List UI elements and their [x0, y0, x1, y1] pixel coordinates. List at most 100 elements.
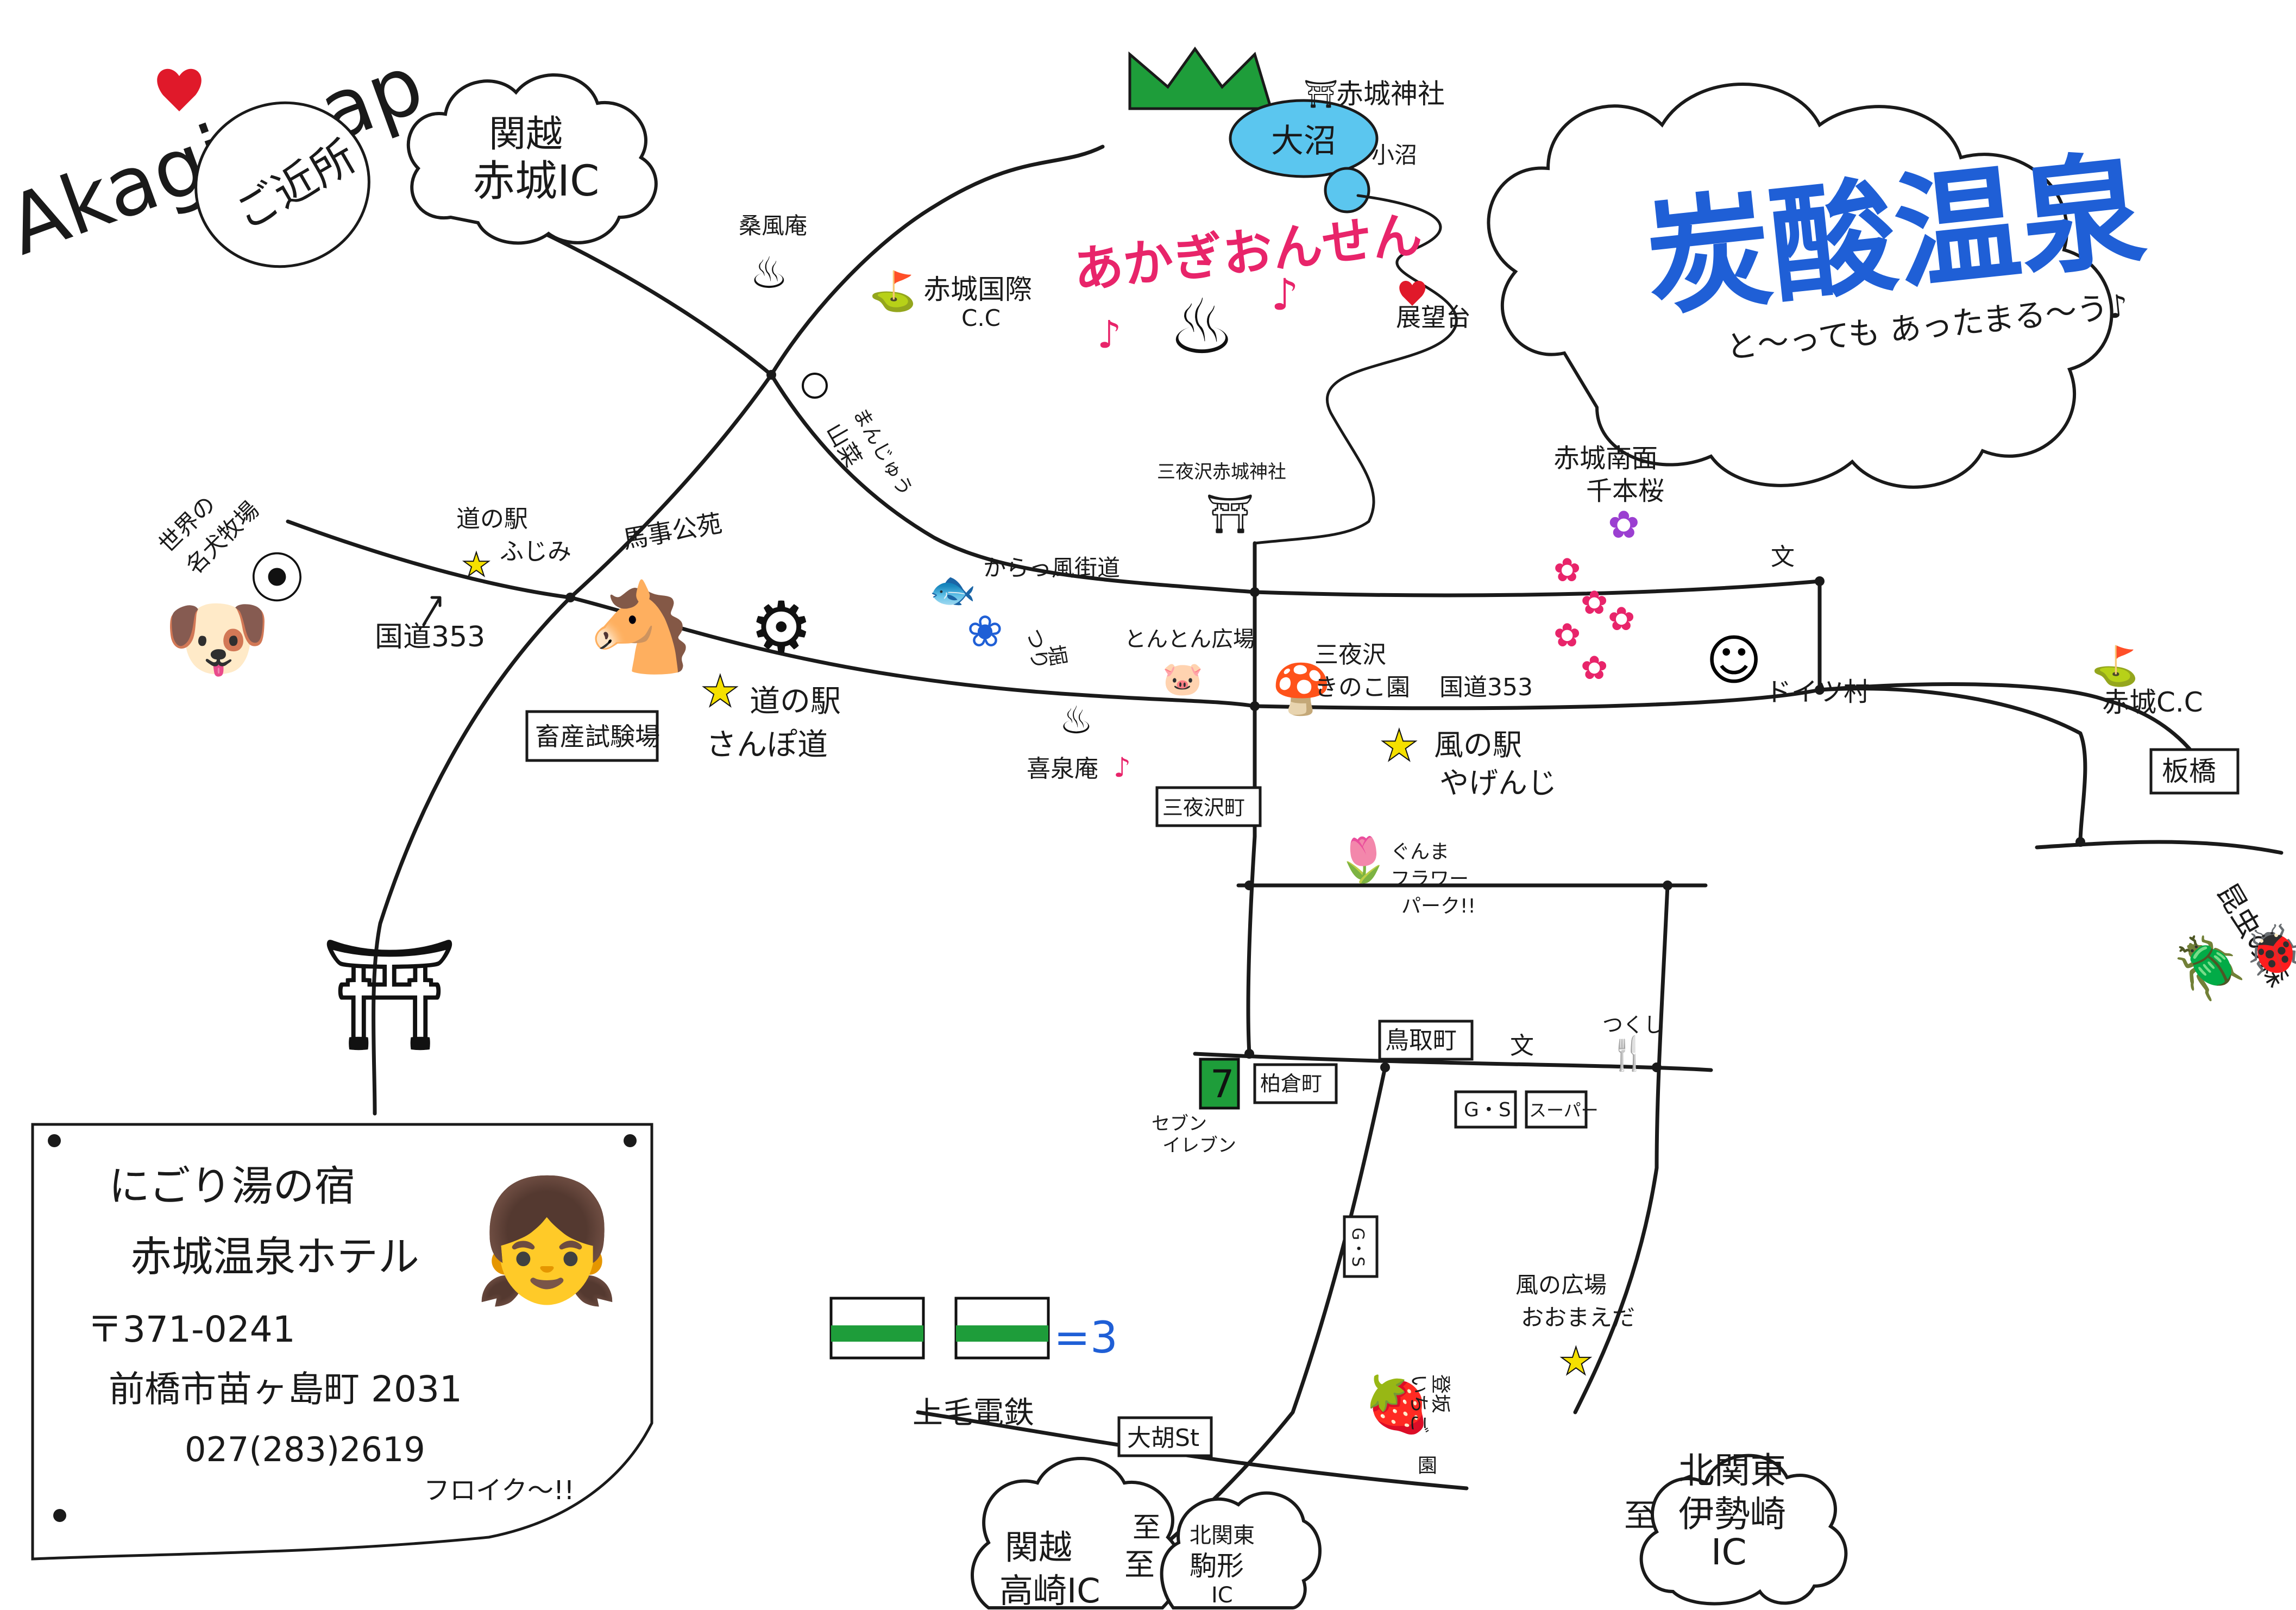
ladybug-icon: 🐞 — [2243, 922, 2296, 979]
ic-isesaki-line2: 伊勢崎 — [1678, 1493, 1786, 1535]
cloud-banner: 炭酸温泉 と〜っても あったまる〜う♪ — [1487, 83, 2152, 489]
dog-icon: 🐶 — [163, 587, 271, 689]
cherry-blossom-icon: ✿ — [1553, 551, 1581, 589]
windmill-icon: ⚙ — [750, 586, 813, 669]
star-icon: ★ — [462, 546, 491, 584]
gs-b-box — [1343, 1215, 1379, 1278]
road-sansai — [769, 373, 1257, 594]
ic-takasaki-line2: 高崎IC — [999, 1571, 1100, 1610]
bajikoen-label: 馬事公苑 — [621, 508, 725, 555]
isesaki-prefix: 至 — [1624, 1497, 1656, 1534]
hotel-postal: 〒371-0241 — [87, 1309, 295, 1350]
music-note-icon: ♪ — [1097, 312, 1122, 357]
doitsu-face-icon: ☺ — [1706, 628, 1762, 692]
music-note-icon: ♪ — [1114, 752, 1131, 783]
cherry-blossom-icon: ✿ — [1581, 649, 1608, 687]
chikusan-label: 畜産試験場 — [535, 722, 660, 751]
ic-komagata-line3: IC — [1211, 1583, 1233, 1608]
ic-isesaki-line3: IC — [1711, 1531, 1747, 1573]
akagi-cc-intl-line1: 赤城国際 — [923, 274, 1032, 305]
akagi-shrine-label: 赤城神社 — [1336, 78, 1445, 110]
star-icon: ★ — [701, 666, 740, 716]
hotel-line2: 赤城温泉ホテル — [130, 1232, 419, 1281]
lake-konuma-icon — [1324, 167, 1370, 213]
bone-icon: ⦿ — [250, 547, 304, 611]
ichigo-line1: 登坂 — [1429, 1374, 1451, 1413]
road-miyozawa — [1246, 541, 1257, 1056]
pin-icon — [53, 1509, 66, 1522]
ic-komagata-line1: 北関東 — [1190, 1523, 1255, 1548]
jomo-label: 上毛電鉄 — [913, 1395, 1034, 1431]
toriishicho-label: 鳥取町 — [1385, 1027, 1457, 1054]
music-note-icon: ♪ — [1271, 269, 1299, 320]
miyozawa-machi-box — [1155, 786, 1262, 827]
cloud-ic-komagata: 北関東 駒形 IC — [1160, 1491, 1322, 1609]
school-mark-south: 文 — [1510, 1032, 1534, 1060]
golf-flag-icon: ⛳ — [2091, 644, 2138, 689]
train-stripe — [831, 1325, 923, 1342]
gs-b-label: G・S — [1348, 1228, 1367, 1267]
tsukushi-label: つくし — [1602, 1013, 1664, 1037]
cherry-blossom-icon: ✿ — [1581, 584, 1608, 622]
lake-oonuma-label: 大沼 — [1271, 122, 1336, 160]
cherry-blossom-icon: ✿ — [1553, 617, 1581, 655]
restaurant-icon: 🍴 — [1608, 1035, 1649, 1073]
seven-eleven-icon — [1199, 1058, 1240, 1110]
strawberry-icon: 🍓 — [1363, 1373, 1431, 1436]
cloud-shape — [1160, 1491, 1322, 1609]
card-paper — [31, 1123, 653, 1561]
pin-icon — [624, 1134, 637, 1147]
ic-akagi-line2: 赤城IC — [473, 157, 599, 206]
heart-icon — [157, 68, 202, 111]
hotel-info-card: にごり湯の宿 赤城温泉ホテル 〒371-0241 前橋市苗ヶ島町 2031 02… — [31, 1123, 653, 1561]
akagi-cc-label: 赤城C.C — [2102, 687, 2203, 718]
cloud-ic-akagi: 関越 赤城IC — [406, 73, 658, 245]
ic-akagi-line1: 関越 — [489, 113, 563, 156]
ic-takasaki-line1: 関越 — [1005, 1527, 1072, 1567]
intersection-dot — [766, 370, 776, 380]
horse-icon: 🐴 — [587, 576, 695, 678]
takasaki-prefix: 至 — [1124, 1548, 1155, 1583]
road-north-main — [372, 373, 773, 1116]
flower-park-line1: ぐんま — [1391, 841, 1449, 863]
michinoeki-fujimi-line1: 道の駅 — [456, 505, 528, 533]
road-east-ns — [1573, 883, 1670, 1414]
pig-icon: 🐷 — [1162, 660, 1203, 698]
itabashi-label: 板橋 — [2162, 756, 2216, 787]
super-box — [1525, 1090, 1588, 1129]
intersection-dot — [1815, 685, 1825, 695]
hotel-note: フロイク〜!! — [424, 1475, 575, 1506]
tulip-icon: 🌷 — [1336, 834, 1391, 885]
cloud-shape — [971, 1457, 1184, 1609]
golf-flag-icon: ⛳ — [869, 269, 916, 314]
mountain-icon — [1128, 46, 1273, 110]
intersection-dot — [565, 593, 575, 602]
kisenan-label: 喜泉庵 — [1027, 755, 1098, 783]
itabashi-box — [2149, 748, 2240, 795]
michinoeki-sanpo-line1: 道の駅 — [750, 684, 841, 719]
chikusan-box — [525, 710, 659, 762]
tenbodai-label: 展望台 — [1396, 303, 1471, 332]
miyozawa-kinoko-line1: 三夜沢 — [1314, 641, 1386, 669]
flower-park-line2: フラワー — [1391, 868, 1469, 890]
shrine-mark: ⛩ — [1304, 78, 1338, 110]
intersection-dot — [1815, 576, 1825, 586]
hotel-phone: 027(283)2619 — [185, 1430, 425, 1469]
michinoeki-fujimi-line2: ふじみ — [500, 538, 571, 565]
road-mountain — [769, 144, 1105, 377]
kaze-yagenji-line2: やげんじ — [1439, 766, 1557, 800]
ichigo-line2: いちご — [1407, 1374, 1430, 1433]
gs-a-box — [1454, 1090, 1517, 1129]
intersection-dot — [1250, 587, 1260, 597]
karakkaze-kaido — [1253, 579, 1822, 598]
route-353-label-b: 国道353 — [1439, 674, 1533, 701]
komagata-prefix: 至 — [1133, 1512, 1161, 1544]
road-itabashi — [1817, 687, 2087, 844]
ogo-st-box — [1117, 1416, 1213, 1457]
miyozawa-machi-label: 三夜沢町 — [1162, 796, 1245, 820]
arrow-icon — [422, 596, 442, 626]
cherry-blossom-icon: ✿ — [1608, 600, 1635, 638]
onsen-bowl-icon: ♨ — [750, 248, 789, 298]
miyozawa-kinoko-line2: きのこ園 — [1314, 674, 1410, 701]
